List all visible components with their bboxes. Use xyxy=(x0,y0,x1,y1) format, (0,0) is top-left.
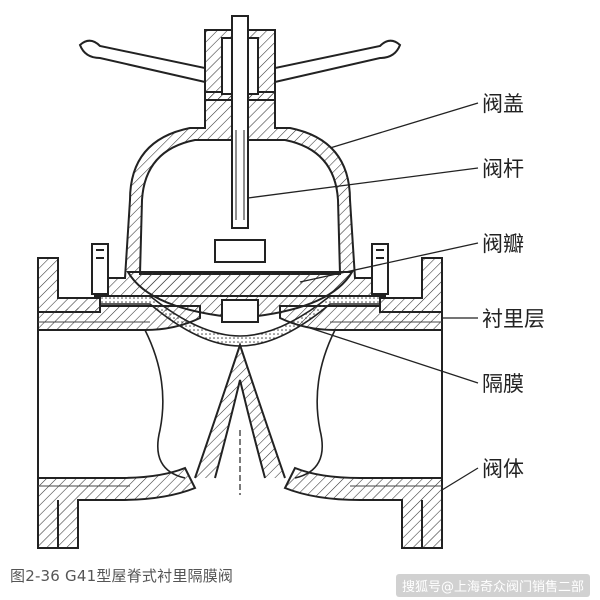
watermark: 搜狐号@上海奇众阀门销售二部 xyxy=(395,574,590,597)
diaphragm xyxy=(99,295,381,347)
valve-stem xyxy=(231,15,249,229)
figure-caption: 图2-36 G41型屋脊式衬里隔膜阀 xyxy=(10,567,234,585)
label-bonnet: 阀盖 xyxy=(482,92,524,116)
label-stem: 阀杆 xyxy=(482,157,524,181)
valve-body xyxy=(37,257,443,549)
leader-lines xyxy=(247,102,479,491)
label-body: 阀体 xyxy=(482,457,524,481)
label-lining: 衬里层 xyxy=(482,307,545,331)
label-disc: 阀瓣 xyxy=(482,232,524,256)
valve-disc xyxy=(126,239,354,323)
label-diaphragm: 隔膜 xyxy=(482,372,524,396)
